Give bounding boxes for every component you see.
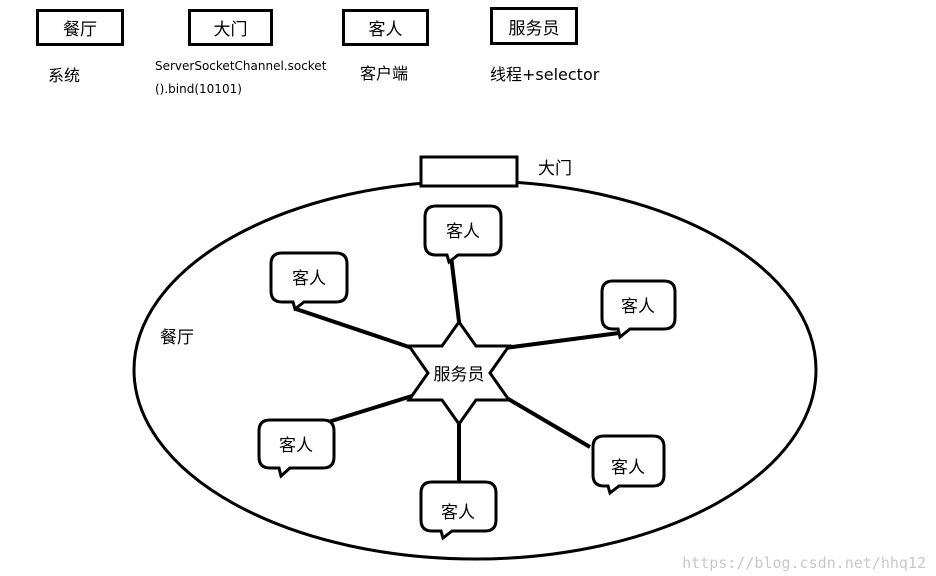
- restaurant-label: 餐厅: [160, 328, 194, 348]
- legend-door-label: 大门: [213, 20, 248, 40]
- legend-waiter-box: 服务员: [490, 7, 578, 45]
- waiter-label: 服务员: [434, 365, 485, 385]
- guest-label: 客人: [279, 436, 313, 456]
- legend-waiter-label: 服务员: [508, 18, 560, 39]
- guest-bubble: 客人: [600, 279, 677, 340]
- watermark: https://blog.csdn.net/hhq12: [682, 554, 926, 572]
- legend-waiter-desc: 线程+selector: [490, 65, 600, 84]
- connector-line: [496, 331, 620, 351]
- legend-restaurant-box: 餐厅: [36, 9, 124, 46]
- guest-bubble: 客人: [423, 204, 503, 265]
- door-rect: [419, 155, 519, 188]
- guest-label: 客人: [621, 297, 655, 317]
- guest-bubble: 客人: [257, 418, 336, 479]
- guest-label: 客人: [441, 503, 475, 523]
- legend-guest-label: 客人: [368, 20, 403, 40]
- waiter-star: [406, 319, 512, 427]
- guest-bubble: 客人: [591, 434, 666, 496]
- legend-door-desc-line2: ().bind(10101): [155, 82, 242, 96]
- connector-line: [295, 307, 416, 351]
- legend-restaurant-desc: 系统: [48, 66, 81, 85]
- legend-restaurant-label: 餐厅: [63, 20, 97, 40]
- legend-door-desc-line1: ServerSocketChannel.socket: [155, 59, 327, 73]
- connector-line: [503, 395, 592, 449]
- legend-guest-box: 客人: [342, 9, 429, 46]
- guest-label: 客人: [292, 269, 326, 289]
- legend-door-box: 大门: [188, 9, 273, 46]
- guest-label: 客人: [611, 458, 645, 478]
- guest-label: 客人: [446, 222, 480, 242]
- legend-guest-desc: 客户端: [360, 64, 409, 83]
- guest-bubble: 客人: [419, 480, 498, 541]
- guest-bubble: 客人: [269, 251, 349, 312]
- door-label: 大门: [538, 159, 572, 179]
